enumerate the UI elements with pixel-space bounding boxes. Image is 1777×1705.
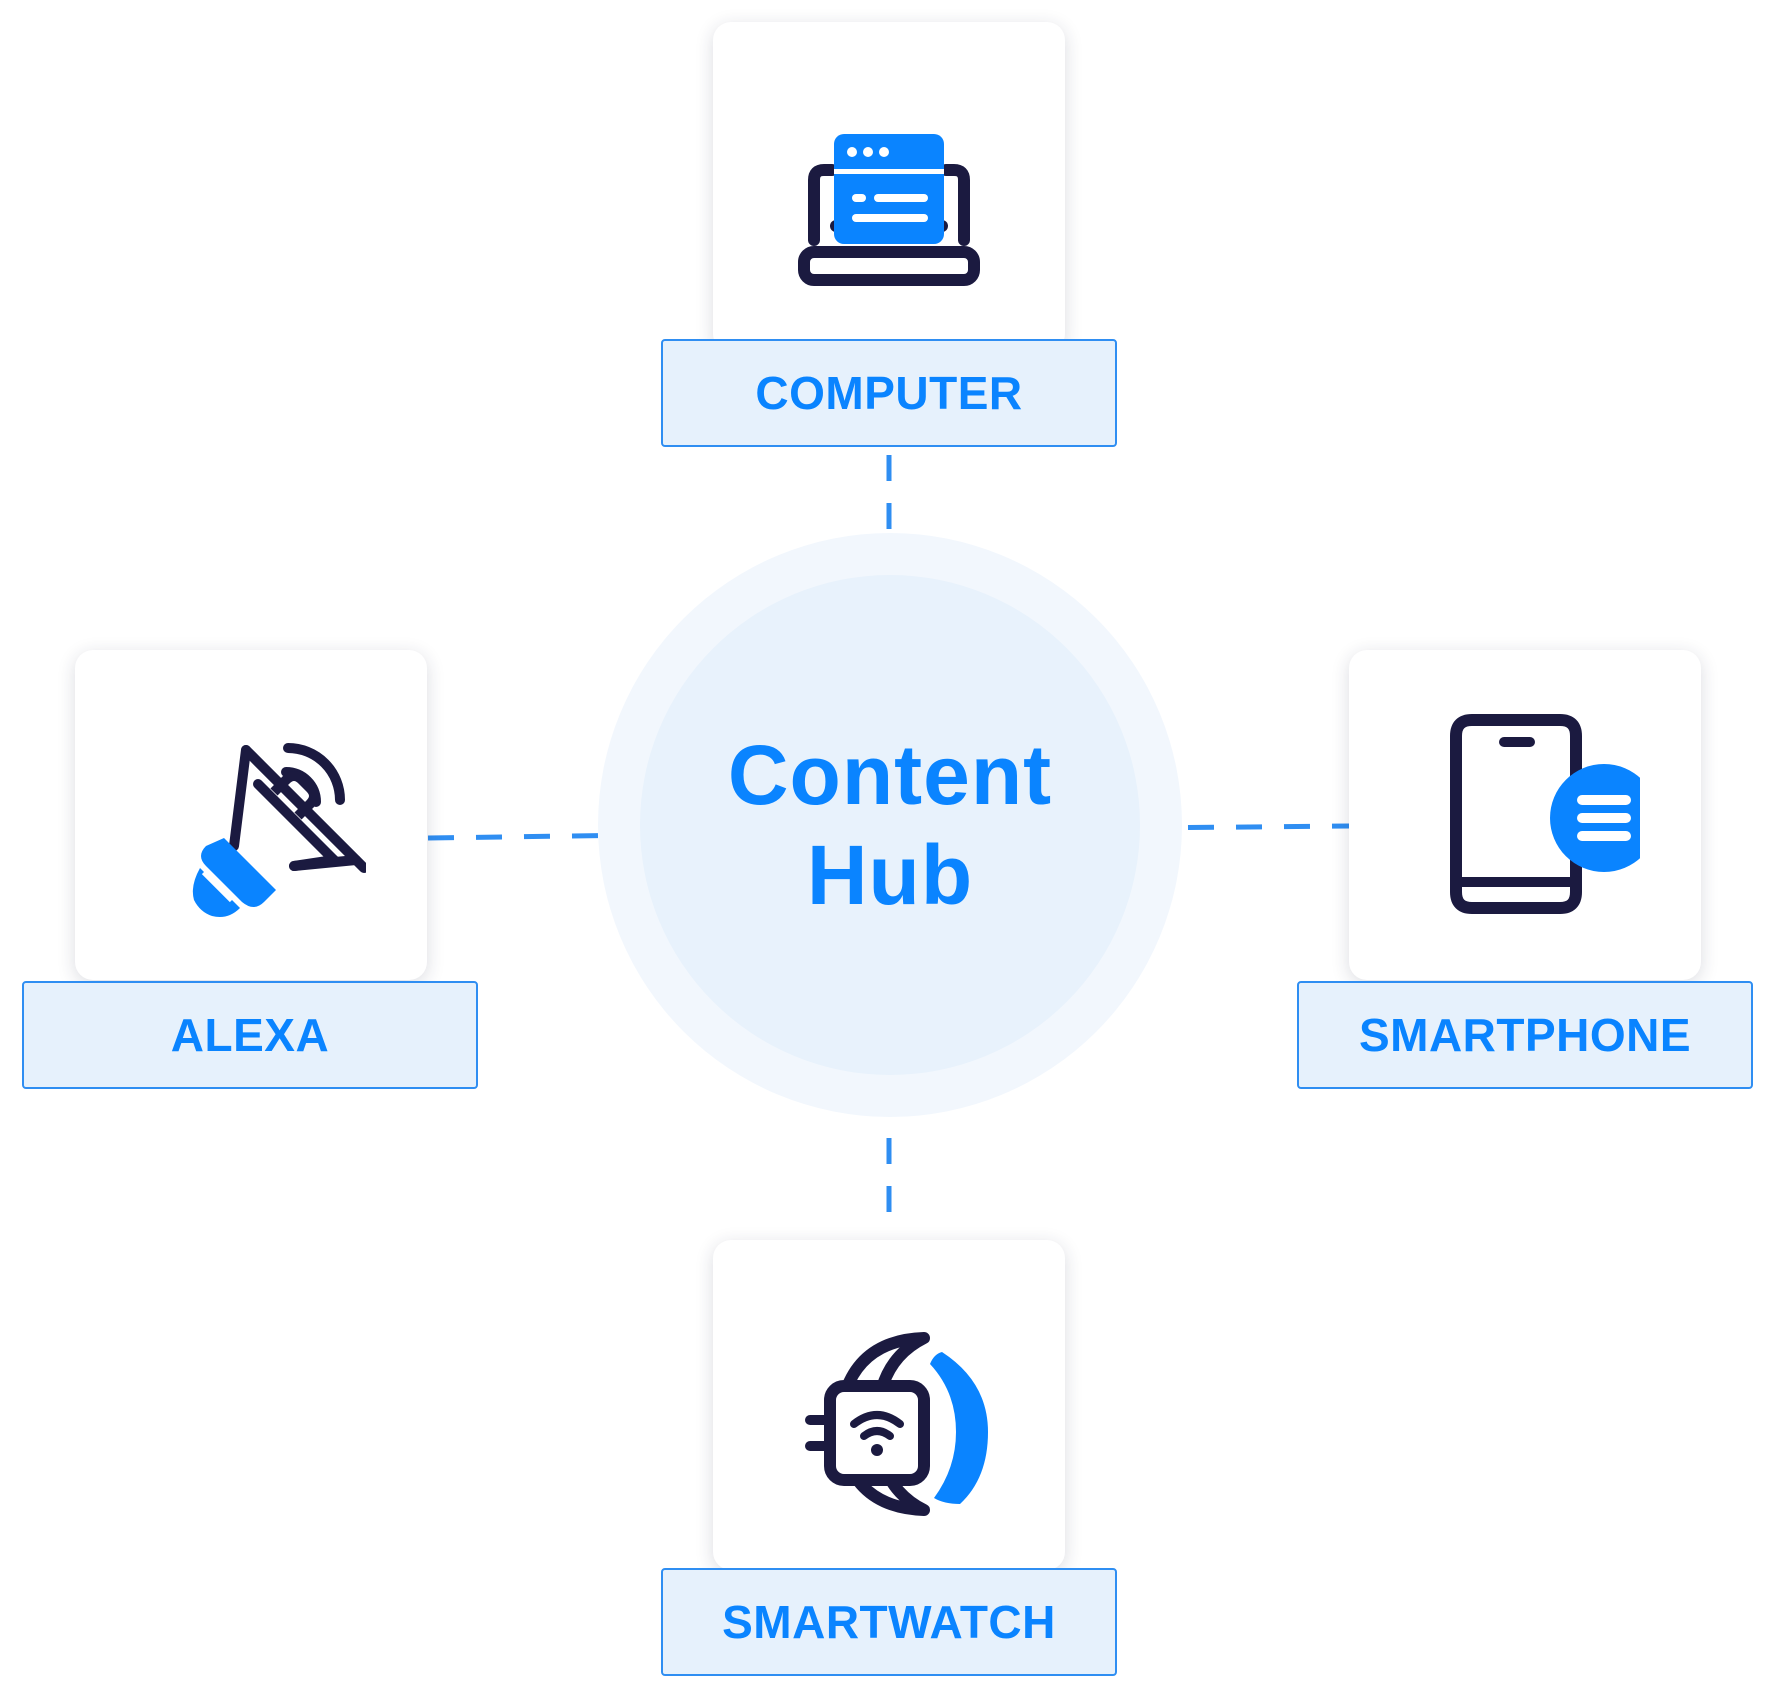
smartphone-card[interactable]: [1349, 650, 1701, 980]
alexa-label[interactable]: ALEXA: [22, 981, 478, 1089]
content-hub[interactable]: Content Hub: [640, 575, 1140, 1075]
megaphone-icon: [136, 700, 366, 930]
hub-title-line-2: Hub: [806, 828, 974, 922]
smartwatch-icon: [774, 1290, 1004, 1520]
smartwatch-label[interactable]: SMARTWATCH: [661, 1568, 1117, 1676]
smartphone-label[interactable]: SMARTPHONE: [1297, 981, 1753, 1089]
connector-alexa: [427, 832, 641, 841]
hub-title-line-1: Content: [727, 728, 1053, 822]
alexa-card[interactable]: [75, 650, 427, 980]
smartwatch-card[interactable]: [713, 1240, 1065, 1570]
smartphone-message-icon: [1410, 700, 1640, 930]
computer-card[interactable]: [713, 22, 1065, 352]
laptop-icon: [774, 72, 1004, 302]
computer-label[interactable]: COMPUTER: [661, 339, 1117, 447]
connector-smartphone: [1139, 823, 1351, 831]
